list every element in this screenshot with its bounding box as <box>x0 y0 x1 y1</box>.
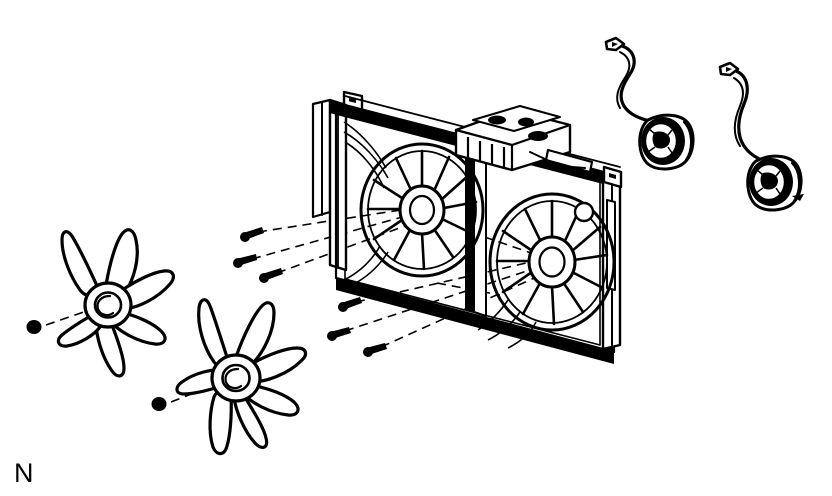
fan-blade-right-hub-spiral <box>224 367 243 390</box>
mounting-screw-5 <box>327 327 351 341</box>
relay-box-lid-port-2 <box>518 117 534 127</box>
fan-motor-lower-mount-lug <box>792 194 804 201</box>
fan-motor-upper-face-detail <box>647 127 673 154</box>
shroud-upper-left-ribs <box>343 121 389 189</box>
mounting-screw-3 <box>259 268 283 283</box>
leader-line-screw-3 <box>276 218 425 274</box>
relay-box-bracket-arm <box>544 148 594 174</box>
fan-motor-lower-shaft-hub <box>760 172 778 190</box>
shroud-opening-right-boss <box>573 201 595 223</box>
shroud-opening-left-hub-bore <box>408 194 436 226</box>
fan-motor-upper-connector <box>604 36 626 52</box>
fan-blade-left <box>56 228 175 378</box>
shroud-opening-left-outer-ring <box>359 142 485 278</box>
fan-motor-upper-connector-pin <box>612 42 618 47</box>
fan-motor-upper-harness <box>619 44 656 124</box>
mounting-screw-2 <box>233 254 257 268</box>
relay-box-lid-port-1 <box>488 115 506 125</box>
fan-motor-upper-shaft-hub <box>652 131 670 149</box>
relay-box-lid <box>472 105 561 132</box>
shroud-bottom-rail <box>336 278 614 364</box>
fan-motor-lower-connector <box>718 61 740 77</box>
relay-connector-box <box>454 105 594 174</box>
shroud-opening-right-hub-bore <box>538 246 566 278</box>
mounting-screws-group <box>233 227 387 357</box>
shroud-lower-right-ribs <box>477 299 537 349</box>
shroud-opening-right <box>488 192 616 332</box>
shroud-opening-left <box>359 142 485 278</box>
shroud-opening-left-vanes <box>366 149 478 271</box>
fan-motor-upper-can-edge <box>682 120 693 162</box>
leader-line-motor-upper <box>469 231 541 257</box>
fan-motor-lower-connector-pin <box>726 67 732 72</box>
shroud-bracket-right <box>602 165 623 189</box>
shroud-lower-left-ribs <box>343 245 389 289</box>
fan-motor-lower-harness-highlight <box>733 77 744 147</box>
relay-box-ribs <box>466 137 506 167</box>
shroud-bracket-right-hole <box>609 173 616 179</box>
nut-markers-group <box>26 320 167 411</box>
fan-shroud-assembly <box>311 90 623 364</box>
fan-blade-left-vane-1 <box>60 230 100 297</box>
shroud-opening-right-outer-ring <box>488 192 616 332</box>
mounting-screw-1 <box>240 227 264 242</box>
mounting-screw-6 <box>363 343 387 357</box>
nut-marker-left <box>26 320 42 334</box>
fan-motor-upper-harness-highlight <box>616 51 631 109</box>
mounting-screw-4 <box>338 297 362 312</box>
fan-blade-right <box>175 298 308 456</box>
fan-blade-left-hub-spiral <box>96 294 115 317</box>
relay-box-top-edges <box>454 123 572 172</box>
leader-line-screw-5 <box>344 263 549 332</box>
fan-motor-lower-face-detail <box>755 168 781 195</box>
figure-label: N <box>14 458 34 488</box>
shroud-bottom-rail-inner <box>343 281 609 353</box>
relay-box-harness-stub <box>529 151 586 169</box>
shroud-center-divider <box>466 135 474 312</box>
fan-motor-lower <box>718 61 804 212</box>
relay-box-port-3 <box>528 131 548 141</box>
fan-motor-upper <box>604 36 695 171</box>
nut-marker-right <box>151 397 167 411</box>
